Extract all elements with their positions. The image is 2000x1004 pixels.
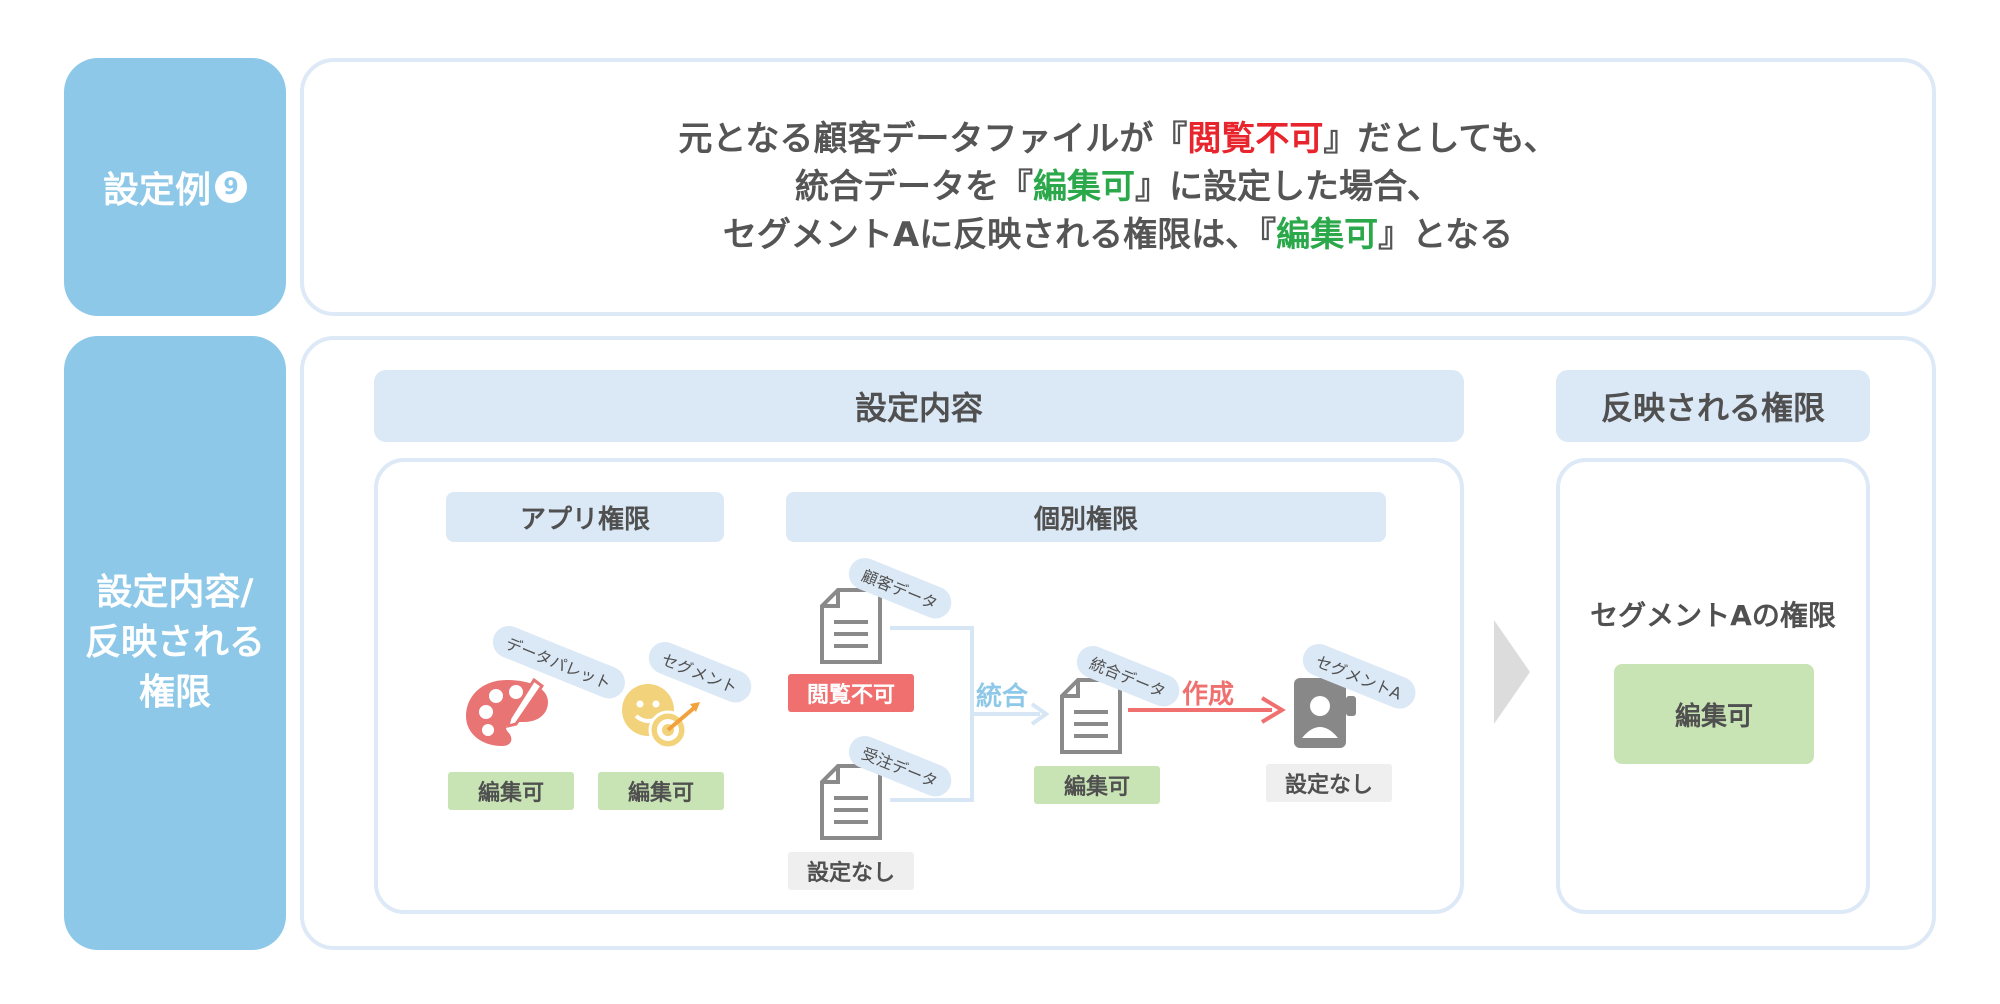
order-permission-tag: 設定なし — [788, 852, 914, 890]
section-label: 設定内容/ 反映される 権限 — [64, 336, 286, 950]
settings-inner-panel — [374, 458, 1464, 914]
result-inner-panel — [1556, 458, 1870, 914]
settings-header: 設定内容 — [374, 370, 1464, 442]
example-label-text: 設定例 — [102, 170, 211, 211]
summary-text: 元となる顧客データファイルが『閲覧不可』だとしても、 統合データを『編集可』に設… — [678, 115, 1557, 259]
example-label: 設定例 9 — [64, 58, 286, 316]
palette-icon — [462, 672, 552, 752]
segment-a-permission-tag: 設定なし — [1266, 764, 1392, 802]
segment-contact-icon — [1290, 672, 1360, 752]
individual-permission-header: 個別権限 — [786, 492, 1386, 542]
highlight-editable: 編集可 — [1033, 167, 1135, 207]
summary-line-2: 統合データを『編集可』に設定した場合、 — [795, 167, 1441, 207]
target-icon — [616, 672, 706, 752]
merge-label: 統合 — [976, 682, 1029, 712]
customer-document-icon — [818, 586, 884, 666]
result-header: 反映される権限 — [1556, 370, 1870, 442]
merged-permission-tag: 編集可 — [1034, 766, 1160, 804]
app-permission-header: アプリ権限 — [446, 492, 724, 542]
order-document-icon — [818, 762, 884, 842]
result-permission-tag: 編集可 — [1614, 664, 1814, 764]
highlight-view-denied: 閲覧不可 — [1187, 119, 1324, 159]
summary-panel: 元となる顧客データファイルが『閲覧不可』だとしても、 統合データを『編集可』に設… — [300, 58, 1936, 316]
chevron-right-icon — [1494, 620, 1530, 724]
summary-line-3: セグメントAに反映される権限は、『編集可』となる — [722, 215, 1514, 255]
merge-connector — [890, 626, 1050, 802]
segment-permission-tag: 編集可 — [598, 772, 724, 810]
palette-permission-tag: 編集可 — [448, 772, 574, 810]
highlight-editable-2: 編集可 — [1276, 215, 1379, 255]
create-arrow — [1128, 696, 1286, 724]
number-badge: 9 — [215, 171, 247, 203]
summary-line-1: 元となる顧客データファイルが『閲覧不可』だとしても、 — [678, 119, 1558, 159]
result-title: セグメントAの権限 — [1590, 599, 1836, 632]
create-label: 作成 — [1182, 680, 1235, 710]
customer-permission-tag: 閲覧不可 — [788, 674, 914, 712]
